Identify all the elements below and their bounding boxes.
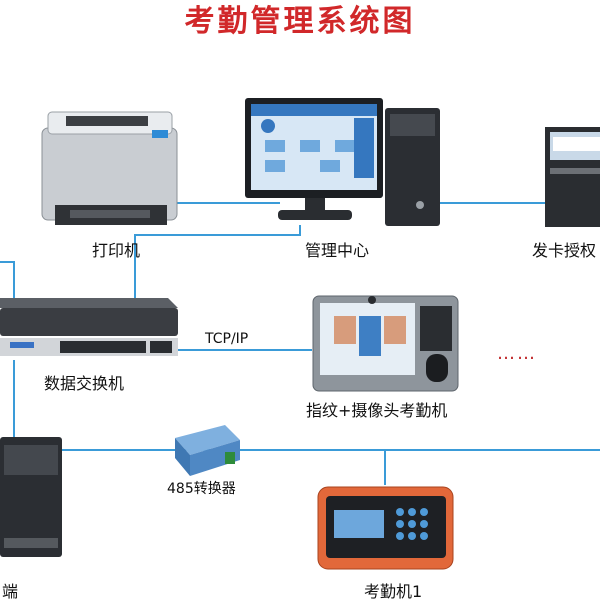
link-switch-center — [134, 225, 301, 302]
label-printer: 打印机 — [92, 241, 141, 260]
printer-icon — [41, 111, 178, 225]
fingerprint-terminal-icon — [312, 295, 459, 392]
connection-lines — [0, 202, 600, 485]
label-more-devices: …… — [497, 343, 537, 364]
label-card-issuer: 发卡授权 — [532, 241, 597, 260]
link-switch-left — [0, 261, 15, 305]
card-issuer-icon — [545, 127, 600, 227]
label-management-center: 管理中心 — [305, 241, 370, 260]
attendance-machine-1-icon — [317, 486, 454, 570]
client-tower-icon — [0, 437, 62, 557]
label-tcp-ip: TCP/IP — [205, 331, 249, 347]
converter-485-icon — [175, 425, 240, 476]
diagram-title: 考勤管理系统图 — [184, 4, 416, 39]
label-converter-485: 485转换器 — [167, 481, 236, 497]
label-network-switch: 数据交换机 — [44, 374, 125, 393]
label-fingerprint-camera-terminal: 指纹+摄像头考勤机 — [306, 401, 448, 420]
label-attendance-machine-1: 考勤机1 — [364, 582, 423, 601]
label-client: 端 — [2, 582, 19, 601]
network-switch-icon — [0, 298, 178, 356]
management-center-icon — [245, 98, 440, 226]
